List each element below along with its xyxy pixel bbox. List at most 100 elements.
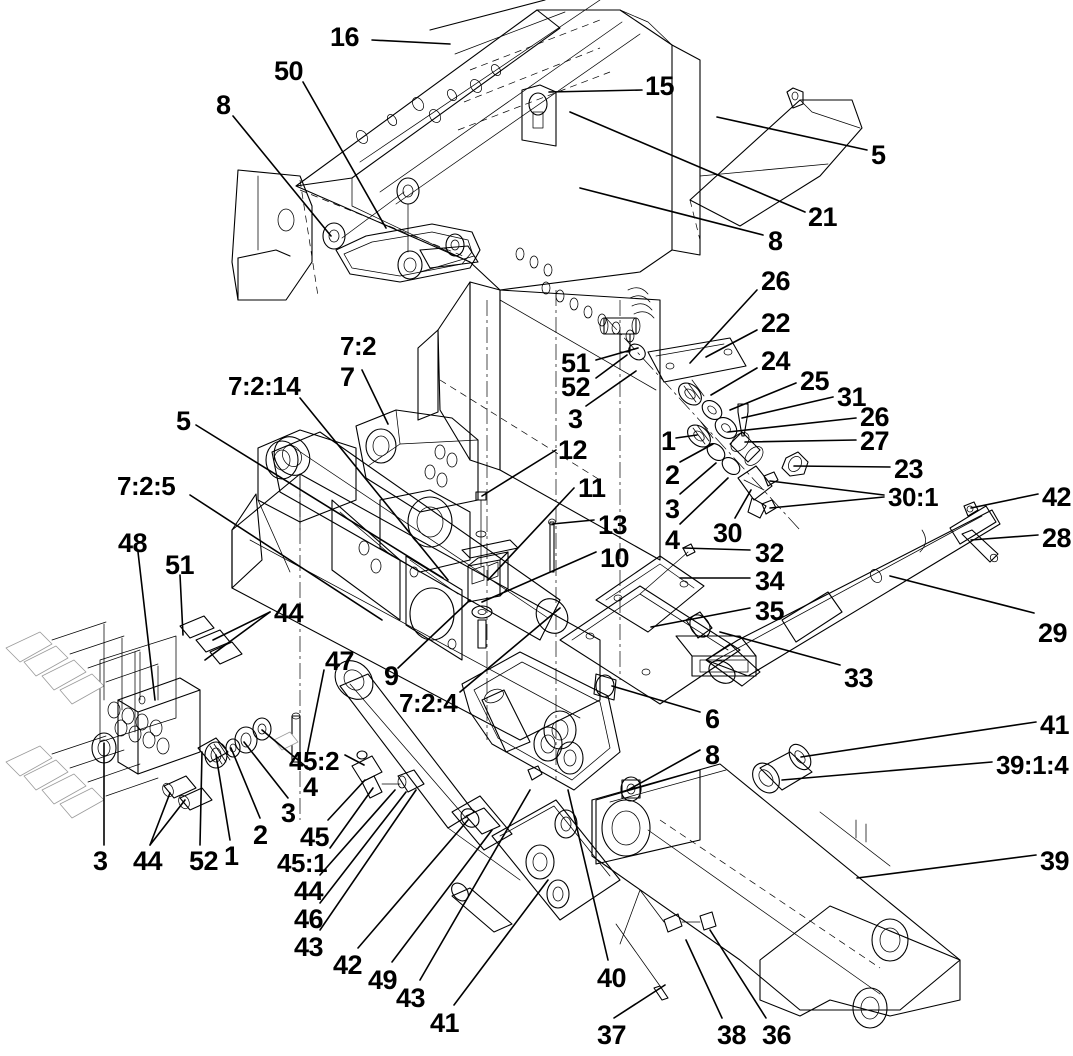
callout-28[interactable]: 28 [1042, 523, 1072, 553]
leader-line [481, 551, 597, 603]
leader-line [361, 369, 389, 425]
callout-51[interactable]: 51 [561, 348, 591, 378]
leader-line [357, 819, 469, 949]
leader-line [204, 611, 271, 661]
leader-line [627, 749, 701, 791]
callout-45-1[interactable]: 45:1 [277, 848, 328, 878]
upper-frame-rail [295, 0, 701, 561]
callout-35[interactable]: 35 [755, 596, 785, 626]
leader-line [689, 289, 758, 364]
callout-45[interactable]: 45 [300, 822, 330, 852]
leader-line [650, 607, 751, 628]
callout-10[interactable]: 10 [600, 543, 630, 573]
callout-23[interactable]: 23 [894, 454, 924, 484]
leader-line [734, 489, 752, 519]
callout-13[interactable]: 13 [598, 510, 628, 540]
callout-21[interactable]: 21 [808, 202, 838, 232]
leader-line [769, 480, 885, 496]
leader-line [741, 396, 834, 419]
callout-47[interactable]: 47 [325, 646, 355, 676]
callout-49[interactable]: 49 [368, 965, 398, 995]
callout-30-1[interactable]: 30:1 [888, 482, 939, 512]
callout-29[interactable]: 29 [1038, 618, 1068, 648]
callout-3[interactable]: 3 [568, 404, 583, 434]
callout-16[interactable]: 16 [330, 22, 360, 52]
callout-42[interactable]: 42 [333, 950, 363, 980]
leader-line [319, 789, 396, 876]
callout-44[interactable]: 44 [274, 598, 304, 628]
callout-11[interactable]: 11 [578, 473, 606, 503]
center-exploded-shaft [599, 287, 809, 531]
callout-44[interactable]: 44 [133, 846, 163, 876]
callout-24[interactable]: 24 [761, 346, 791, 376]
callout-50[interactable]: 50 [274, 56, 304, 86]
callout-39[interactable]: 39 [1040, 846, 1070, 876]
callout-2[interactable]: 2 [665, 460, 680, 490]
callout-26[interactable]: 26 [761, 266, 791, 296]
leader-line [230, 747, 261, 819]
callout-43[interactable]: 43 [294, 932, 324, 962]
callout-37[interactable]: 37 [597, 1020, 627, 1050]
callout-7-2-4[interactable]: 7:2:4 [399, 688, 458, 718]
callout-31[interactable]: 31 [837, 382, 867, 412]
callout-32[interactable]: 32 [755, 538, 785, 568]
callout-8[interactable]: 8 [216, 90, 231, 120]
leader-line [319, 789, 417, 931]
leader-line [261, 729, 311, 771]
callout-33[interactable]: 33 [844, 663, 874, 693]
callout-4[interactable]: 4 [665, 525, 680, 555]
callout-27[interactable]: 27 [860, 426, 890, 456]
callout-46[interactable]: 46 [294, 904, 324, 934]
callout-43[interactable]: 43 [396, 983, 426, 1013]
callout-42[interactable]: 42 [1042, 482, 1072, 512]
callout-38[interactable]: 38 [717, 1020, 747, 1050]
callout-52[interactable]: 52 [561, 372, 591, 402]
callout-30[interactable]: 30 [713, 518, 743, 548]
callout-41[interactable]: 41 [430, 1008, 460, 1038]
callout-7[interactable]: 7 [340, 362, 355, 392]
callout-7-2[interactable]: 7:2 [340, 331, 377, 361]
callout-4[interactable]: 4 [303, 772, 318, 802]
callout-36[interactable]: 36 [762, 1020, 792, 1050]
callout-1[interactable]: 1 [661, 426, 676, 456]
leader-line [675, 434, 698, 439]
callout-48[interactable]: 48 [118, 528, 148, 558]
callout-51[interactable]: 51 [165, 550, 195, 580]
callout-15[interactable]: 15 [645, 71, 675, 101]
callout-5[interactable]: 5 [871, 140, 886, 170]
callout-7-2-5[interactable]: 7:2:5 [117, 471, 176, 501]
leader-line [548, 89, 643, 93]
leader-line [215, 754, 231, 841]
callout-3[interactable]: 3 [665, 494, 680, 524]
right-lower-main-arm [591, 743, 961, 1029]
callout-26[interactable]: 26 [860, 402, 890, 432]
callout-5[interactable]: 5 [176, 406, 191, 436]
leader-line [793, 465, 891, 468]
callout-52[interactable]: 52 [189, 846, 219, 876]
callout-8[interactable]: 8 [768, 226, 783, 256]
callout-7-2-14[interactable]: 7:2:14 [228, 371, 301, 401]
callout-40[interactable]: 40 [597, 963, 627, 993]
callout-1[interactable]: 1 [224, 841, 239, 871]
lower-link-arm [451, 726, 621, 933]
callout-3[interactable]: 3 [93, 846, 108, 876]
callout-44[interactable]: 44 [294, 876, 324, 906]
callout-6[interactable]: 6 [705, 704, 720, 734]
callout-25[interactable]: 25 [800, 366, 830, 396]
callout-45-2[interactable]: 45:2 [289, 746, 340, 776]
callout-2[interactable]: 2 [253, 820, 268, 850]
callout-39-1-4[interactable]: 39:1:4 [996, 750, 1069, 780]
leader-line [727, 417, 857, 433]
callout-22[interactable]: 22 [761, 308, 791, 338]
callout-12[interactable]: 12 [558, 435, 588, 465]
leader-line [685, 939, 723, 1019]
callout-9[interactable]: 9 [384, 661, 399, 691]
callout-3[interactable]: 3 [281, 798, 296, 828]
callout-34[interactable]: 34 [755, 566, 785, 596]
leader-line [613, 984, 666, 1019]
callout-41[interactable]: 41 [1040, 710, 1070, 740]
callout-8[interactable]: 8 [705, 740, 720, 770]
